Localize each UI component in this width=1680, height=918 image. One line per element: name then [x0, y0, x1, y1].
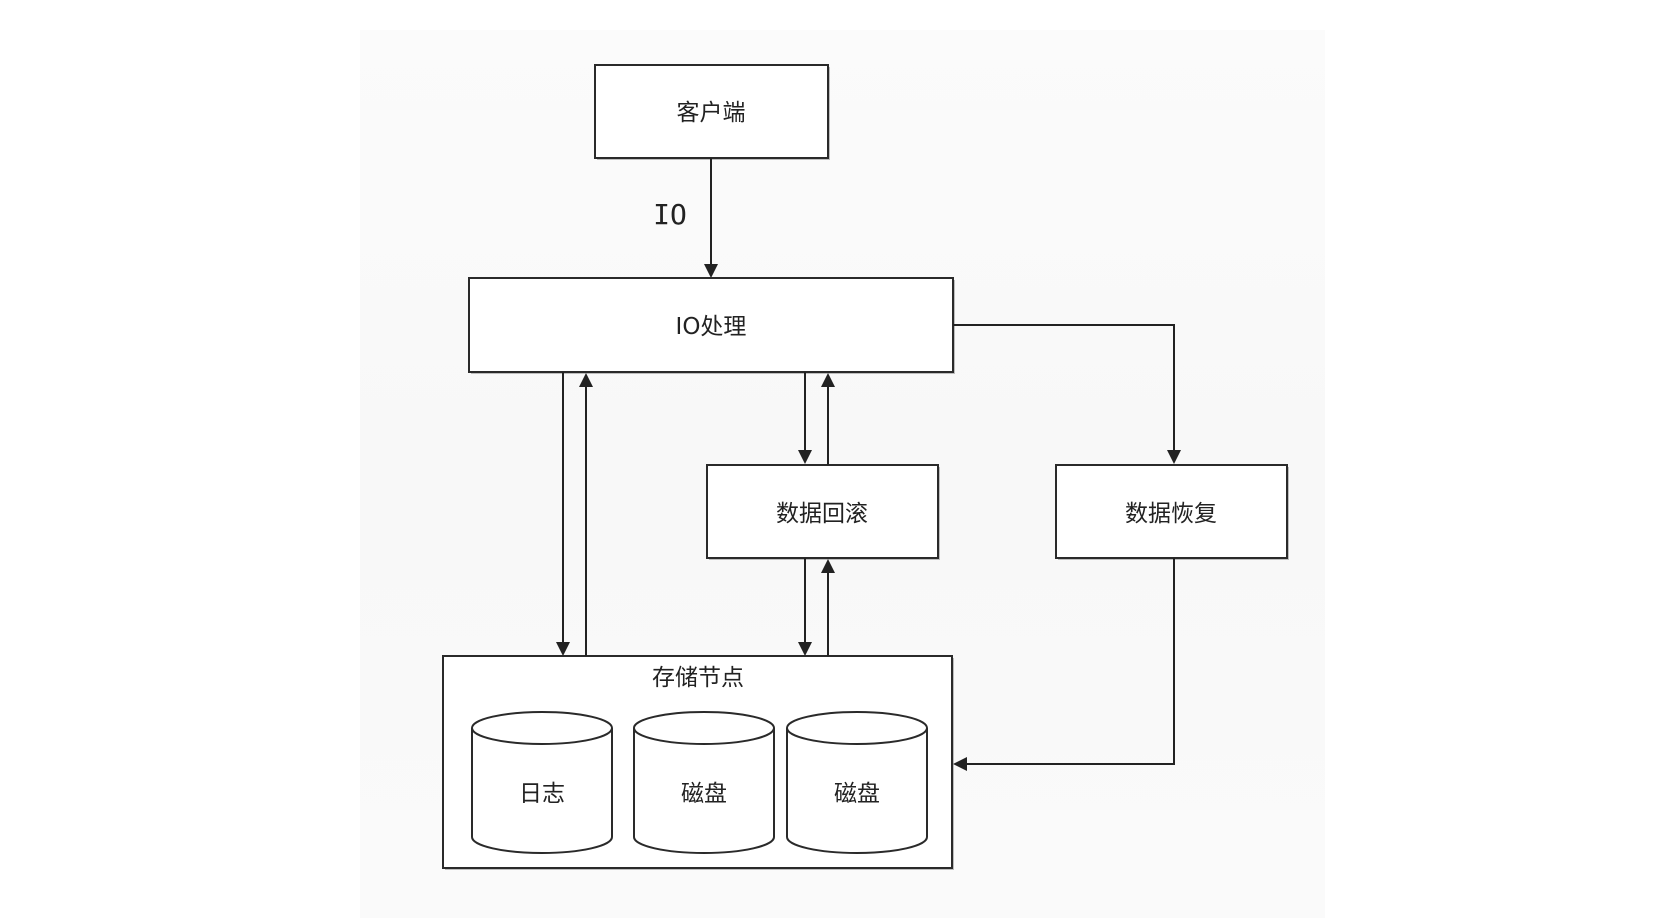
data-recovery-label: 数据恢复 — [1125, 501, 1217, 527]
disk-cylinder-1: 磁盘 — [633, 711, 775, 854]
storage-node-label: 存储节点 — [652, 665, 744, 691]
io-edge-label: IO — [653, 198, 687, 231]
io-processing-label: IO处理 — [676, 314, 747, 340]
io-processing-node: IO处理 — [468, 277, 955, 374]
storage-node: 存储节点 日志 磁盘 磁盘 — [442, 655, 954, 870]
client-to-io-edge: IO — [653, 158, 718, 278]
disk-1-label: 磁盘 — [681, 781, 727, 807]
log-cylinder: 日志 — [471, 711, 613, 854]
disk-2-label: 磁盘 — [834, 781, 880, 807]
recovery-to-storage-arrow — [953, 558, 1175, 771]
data-rollback-label: 数据回滚 — [776, 501, 868, 527]
client-node: 客户端 — [594, 64, 830, 160]
data-recovery-node: 数据恢复 — [1055, 464, 1289, 560]
client-label: 客户端 — [677, 100, 746, 126]
log-label: 日志 — [519, 781, 565, 807]
data-rollback-node: 数据回滚 — [706, 464, 940, 560]
disk-cylinder-2: 磁盘 — [786, 711, 928, 854]
io-to-recovery-arrow — [953, 324, 1181, 464]
